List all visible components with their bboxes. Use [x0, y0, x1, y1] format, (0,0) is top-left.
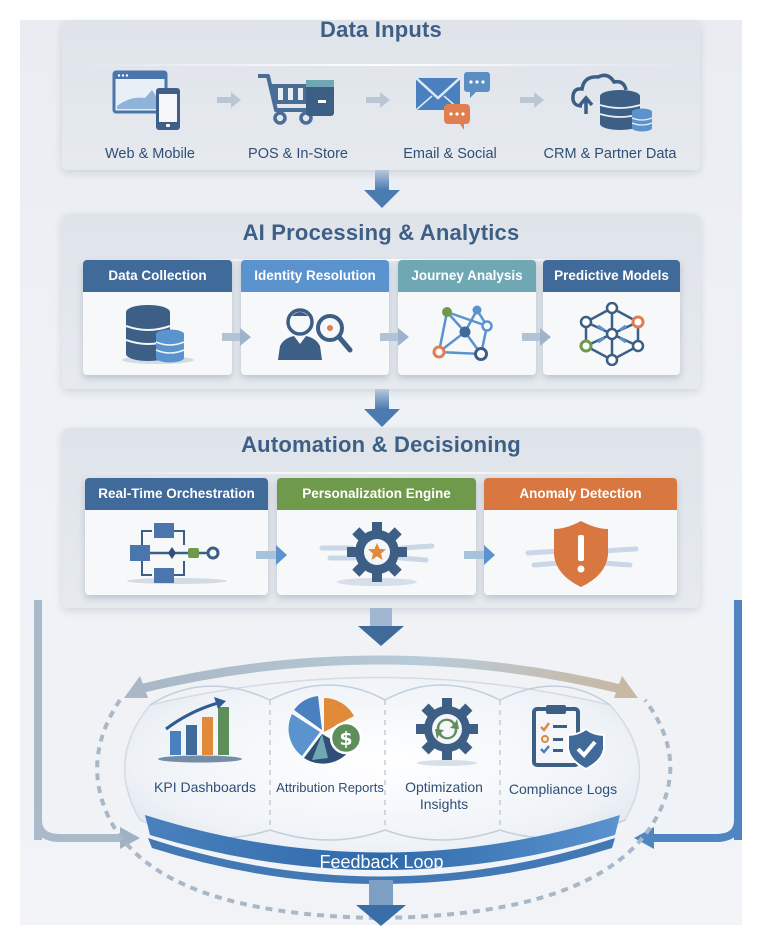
- gear-refresh-icon: [416, 698, 478, 766]
- flow-arrow-icon: [520, 92, 544, 108]
- flow-arrow-icon: [366, 92, 390, 108]
- browser-mobile-icon: [112, 70, 180, 130]
- stage-card-identity-resolution[interactable]: Identity Resolution: [241, 260, 389, 375]
- network-graph-icon: [432, 305, 493, 361]
- card-header: Anomaly Detection: [484, 478, 677, 510]
- ai-processing-title: AI Processing & Analytics: [242, 220, 520, 245]
- automation-title: Automation & Decisioning: [241, 432, 521, 457]
- panel-divider: [70, 472, 692, 474]
- feedback-band: [145, 815, 620, 870]
- output-compliance-logs[interactable]: Compliance Logs: [508, 781, 618, 797]
- bar-chart-icon: [158, 697, 242, 763]
- right-in-arrow: [650, 819, 742, 842]
- svg-text:$: $: [339, 728, 352, 750]
- source-label: Email & Social: [403, 146, 497, 162]
- card-header: Journey Analysis: [398, 260, 536, 292]
- stage-card-data-collection[interactable]: Data Collection: [83, 260, 232, 375]
- clipboard-shield-icon: [532, 705, 605, 771]
- neural-network-icon: [579, 301, 644, 366]
- stage-card-predictive-models[interactable]: Predictive Models: [543, 260, 680, 375]
- flow-arrow-icon: [380, 328, 409, 346]
- card-header: Real-Time Orchestration: [85, 478, 268, 510]
- person-search-icon: [278, 307, 353, 360]
- stage-card-journey-analysis[interactable]: Journey Analysis: [398, 260, 536, 375]
- workflow-icon: [126, 522, 227, 584]
- feedback-loop-label: Feedback Loop: [319, 852, 444, 872]
- down-arrow-icon: [364, 170, 400, 208]
- feedback-loop-graphic: [34, 600, 742, 926]
- output-attribution-reports[interactable]: Attribution Reports: [276, 780, 384, 795]
- down-arrow-icon: [364, 389, 400, 427]
- card-header: Predictive Models: [543, 260, 680, 292]
- right-return-arrow: [734, 600, 742, 840]
- card-header: Data Collection: [83, 260, 232, 292]
- flow-arrow-icon: [464, 545, 495, 565]
- output-optimization-insights[interactable]: Optimization Insights: [405, 779, 483, 812]
- stage-card-real-time-orchestration[interactable]: Real-Time Orchestration: [85, 478, 268, 595]
- shield-alert-icon: [525, 520, 638, 587]
- card-header: Personalization Engine: [277, 478, 476, 510]
- shopping-cart-icon: [258, 74, 334, 125]
- left-return-arrow: [34, 600, 42, 840]
- flow-arrow-icon: [256, 545, 287, 565]
- pie-chart-dollar-icon: $: [288, 696, 363, 764]
- cloud-database-icon: [571, 73, 653, 132]
- left-in-arrow: [34, 819, 125, 842]
- stage-card-personalization-engine[interactable]: Personalization Engine: [277, 478, 476, 595]
- email-chat-icon: [415, 72, 490, 130]
- card-header: Identity Resolution: [241, 260, 389, 292]
- flow-arrow-icon: [522, 328, 551, 346]
- source-label: POS & In-Store: [248, 146, 348, 162]
- flow-arrow-icon: [217, 92, 241, 108]
- stage-card-anomaly-detection[interactable]: Anomaly Detection: [484, 478, 677, 595]
- gear-star-icon: [319, 521, 434, 586]
- flow-arrow-icon: [222, 328, 251, 346]
- data-inputs-panel: Data Inputs Web & Mobile POS & In-Store: [62, 17, 700, 170]
- source-label: Web & Mobile: [105, 146, 195, 162]
- source-label: CRM & Partner Data: [543, 146, 677, 162]
- panel-divider: [70, 64, 692, 66]
- output-kpi-dashboards[interactable]: KPI Dashboards: [154, 779, 256, 795]
- data-inputs-title: Data Inputs: [320, 17, 442, 42]
- database-icon: [121, 304, 194, 364]
